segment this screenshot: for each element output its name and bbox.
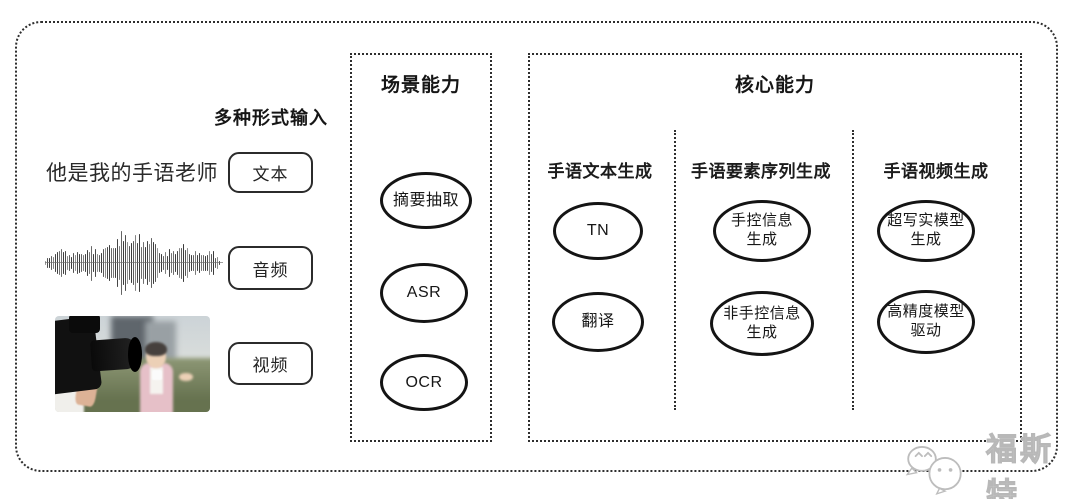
waveform-bar	[111, 248, 113, 278]
audio-waveform-graphic	[45, 229, 221, 297]
waveform-bar	[95, 248, 97, 278]
input-type-audio-box: 音频	[228, 246, 313, 290]
waveform-bar	[49, 258, 51, 268]
waveform-bar	[105, 247, 107, 279]
waveform-bar	[211, 253, 213, 273]
node-translation: 翻译	[552, 292, 644, 352]
waveform-bar	[207, 255, 209, 271]
waveform-axis-line	[45, 262, 223, 263]
photo-camera-lens-hood	[127, 337, 142, 372]
waveform-bar	[147, 240, 149, 286]
waveform-bar	[187, 248, 189, 278]
waveform-bar	[173, 250, 175, 276]
node-summary-extraction: 摘要抽取	[380, 172, 472, 229]
video-input-thumbnail	[55, 316, 210, 412]
waveform-bar	[191, 254, 193, 272]
photo-reporter-hand	[179, 372, 193, 382]
outer-dotted-frame	[15, 21, 1058, 472]
waveform-bar	[189, 254, 191, 272]
waveform-bar	[205, 255, 207, 271]
waveform-bar	[69, 255, 71, 271]
waveform-bar	[181, 247, 183, 279]
waveform-bar	[185, 250, 187, 276]
core-capability-title: 核心能力	[734, 75, 815, 96]
waveform-bar	[97, 254, 99, 272]
waveform-bar	[157, 247, 159, 279]
waveform-bar	[219, 260, 221, 266]
waveform-bar	[113, 247, 115, 279]
waveform-bar	[63, 252, 65, 274]
waveform-bar	[199, 252, 201, 274]
waveform-bar	[89, 252, 91, 274]
waveform-bar	[91, 245, 93, 281]
waveform-bar	[53, 256, 55, 270]
input-section-heading: 多种形式输入	[214, 108, 328, 128]
column-header-sign-text-generation: 手语文本生成	[547, 162, 653, 181]
waveform-bar	[175, 253, 177, 273]
waveform-bar	[107, 246, 109, 280]
waveform-bar	[65, 251, 67, 275]
photo-reporter-hair	[144, 341, 168, 357]
node-asr: ASR	[380, 263, 468, 323]
waveform-bar	[143, 242, 145, 284]
waveform-bar	[47, 257, 49, 269]
waveform-bar	[137, 243, 139, 283]
column-header-sign-video-generation: 手语视频生成	[883, 162, 989, 181]
waveform-bar	[103, 248, 105, 278]
waveform-bar	[51, 256, 53, 270]
waveform-bar	[121, 230, 123, 296]
photo-camera-top	[68, 316, 100, 334]
node-ocr: OCR	[380, 354, 468, 411]
waveform-bar	[83, 255, 85, 271]
waveform-bar	[99, 254, 101, 272]
waveform-bar	[195, 251, 197, 275]
input-type-text-box: 文本	[228, 152, 313, 193]
waveform-bar	[117, 238, 119, 288]
waveform-bar	[101, 253, 103, 273]
waveform-bar	[73, 253, 75, 273]
chat-mascot-icon	[905, 445, 962, 496]
waveform-bar	[171, 253, 173, 273]
waveform-bar	[159, 253, 161, 273]
core-capability-box: 核心能力	[528, 53, 1022, 442]
column-header-sign-element-sequence-generation: 手语要素序列生成	[691, 162, 831, 181]
waveform-bar	[139, 234, 141, 292]
node-non-manual-info-generation: 非手控信息 生成	[710, 291, 814, 356]
text-input-example: 他是我的手语老师	[46, 162, 218, 185]
waveform-bar	[193, 255, 195, 271]
waveform-bar	[79, 253, 81, 273]
column-divider	[852, 130, 854, 410]
scene-capability-title: 场景能力	[380, 75, 461, 96]
column-divider	[674, 130, 676, 410]
waveform-bar	[215, 258, 217, 268]
waveform-bar	[183, 244, 185, 282]
waveform-bar	[131, 242, 133, 284]
waveform-bar	[179, 248, 181, 278]
watermark-text: 福斯特	[986, 432, 1055, 499]
waveform-bar	[125, 234, 127, 292]
waveform-bar	[81, 253, 83, 273]
waveform-bar	[153, 242, 155, 284]
waveform-bar	[109, 245, 111, 281]
waveform-bar	[77, 251, 79, 275]
node-hyperrealistic-model-generation: 超写实模型 生成	[877, 200, 975, 262]
watermark: 福斯特	[899, 424, 1080, 499]
photo-microphone	[151, 369, 162, 381]
node-high-precision-model-driving: 高精度模型 驱动	[877, 290, 975, 354]
waveform-bar	[165, 251, 167, 275]
waveform-bar	[213, 251, 215, 275]
node-manual-info-generation: 手控信息 生成	[713, 200, 811, 262]
input-type-video-box: 视频	[228, 342, 313, 385]
waveform-bar	[163, 255, 165, 271]
node-tn: TN	[553, 202, 643, 260]
waveform-bar	[59, 251, 61, 275]
waveform-bar	[197, 254, 199, 272]
